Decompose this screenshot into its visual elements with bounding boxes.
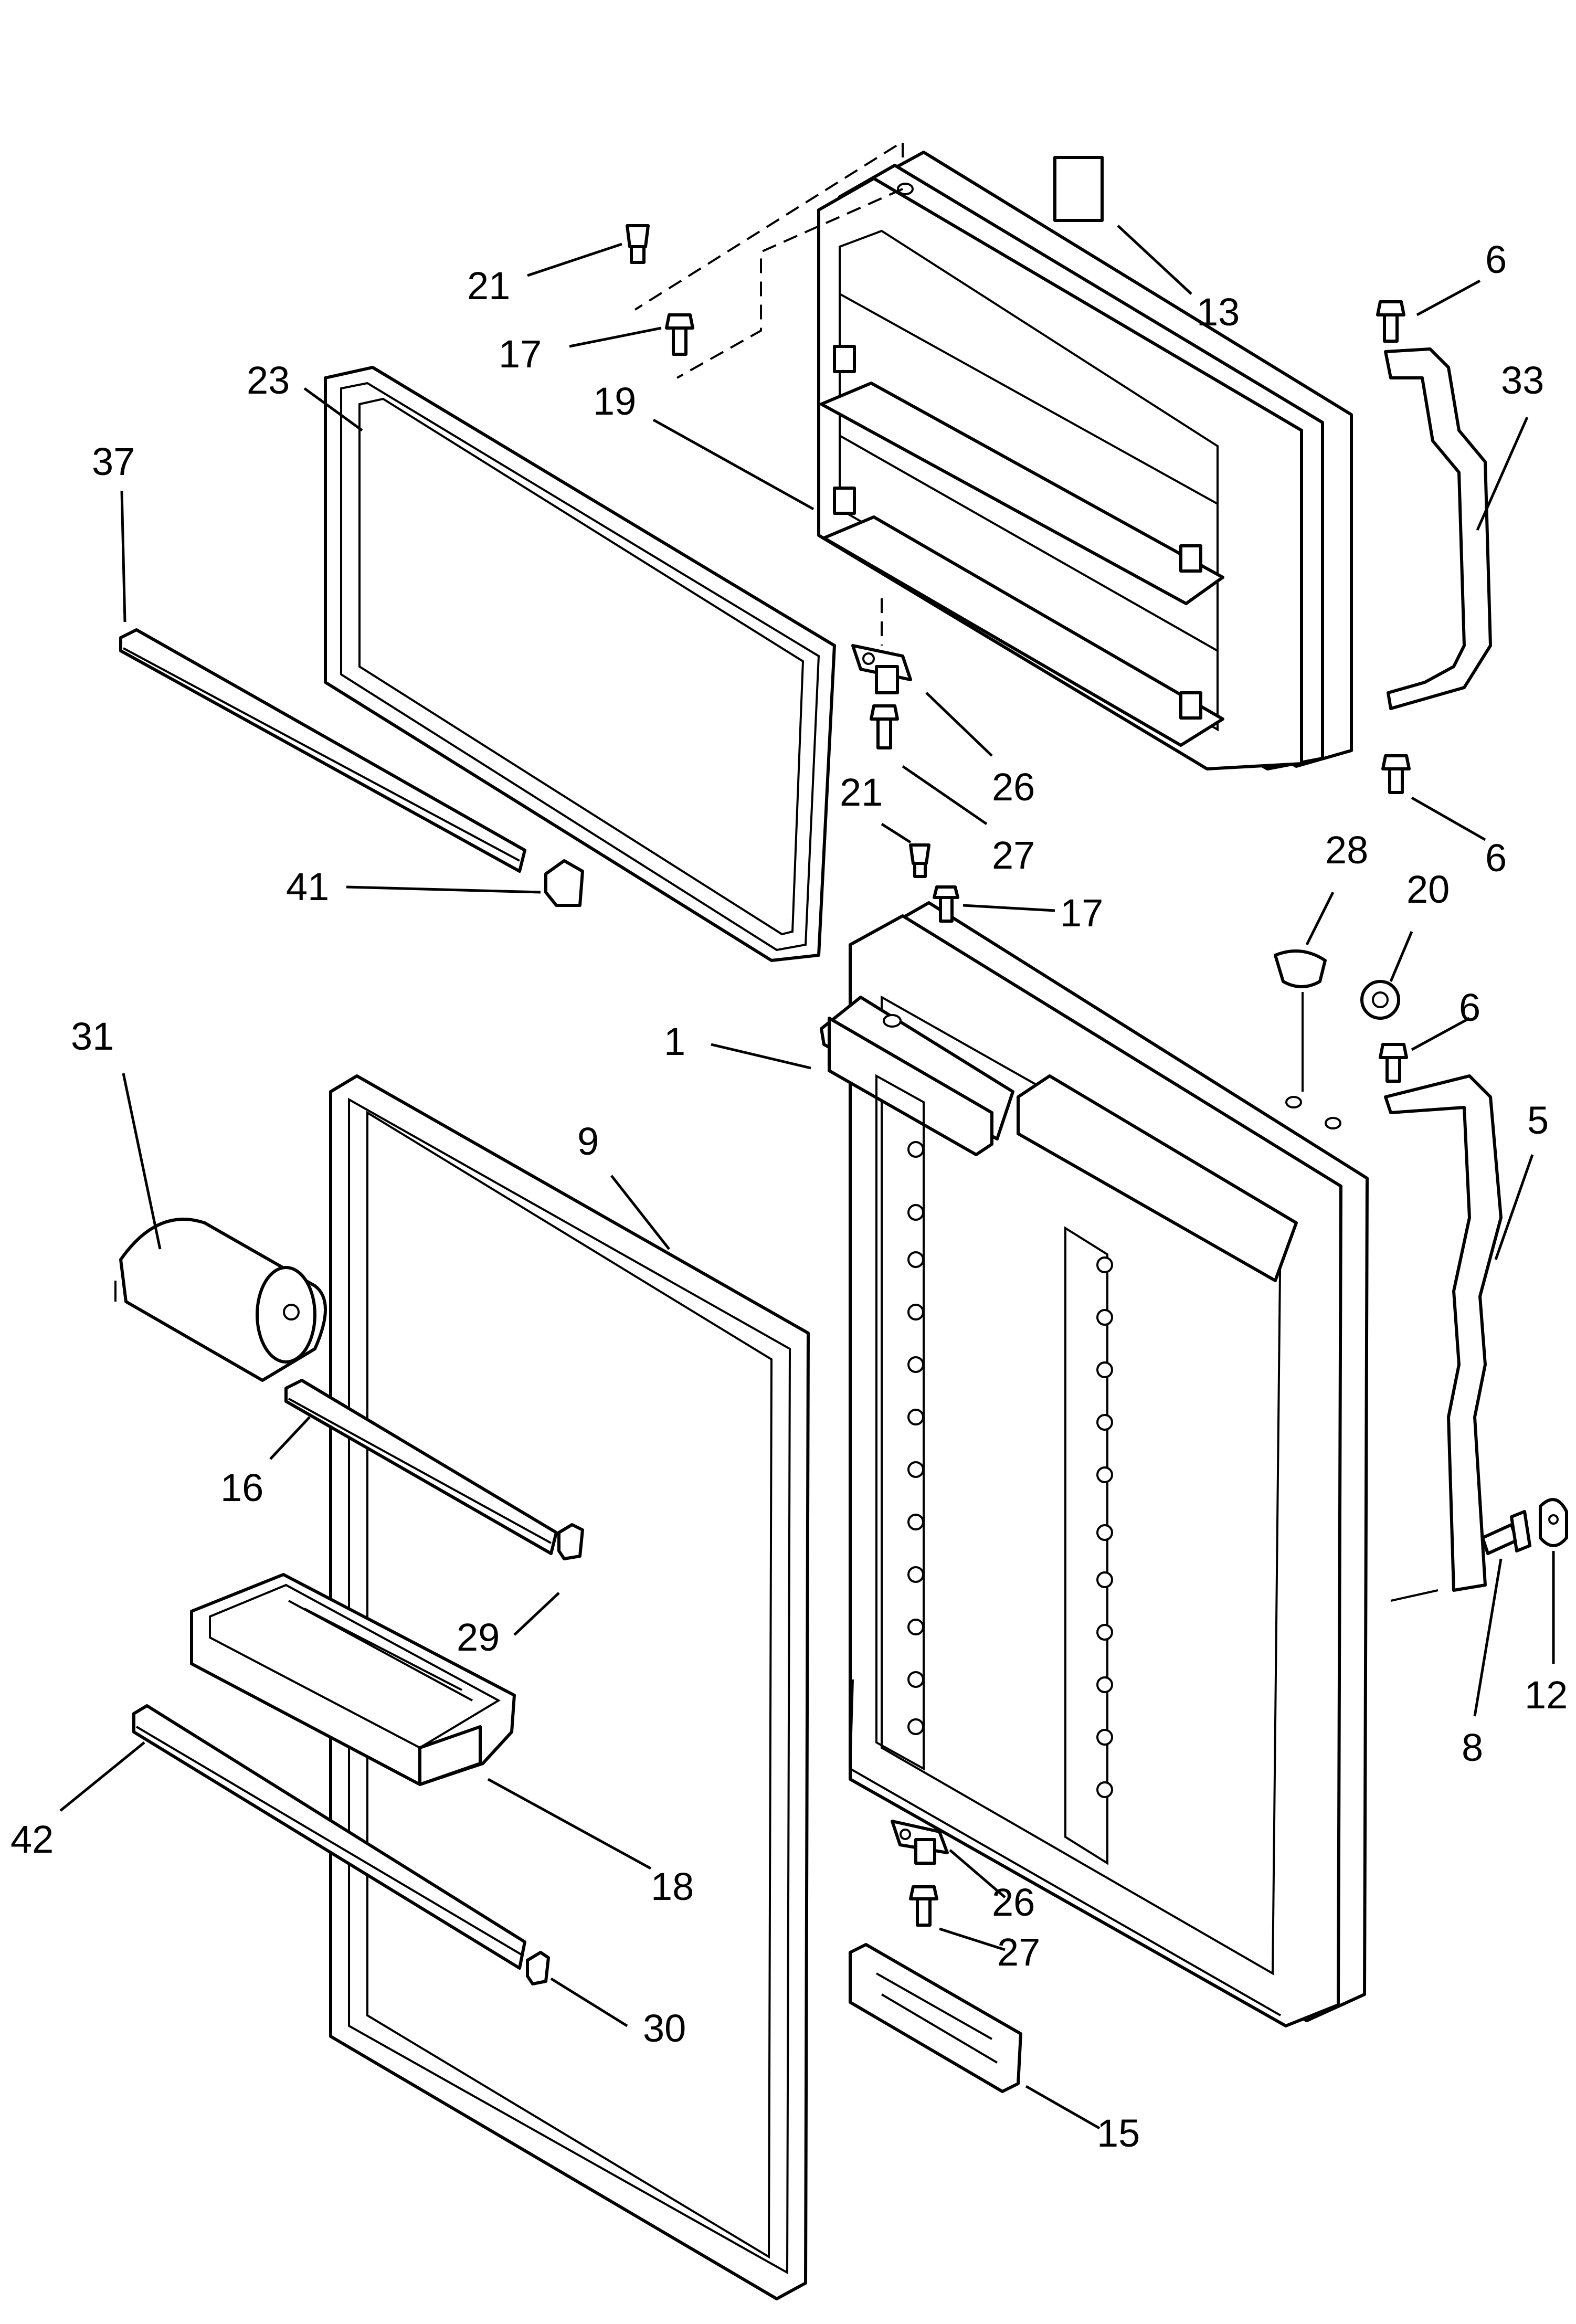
callout-15: 15 — [1097, 2111, 1140, 2155]
screw-top — [665, 313, 694, 356]
callout-27: 27 — [992, 833, 1035, 877]
door-bottom-cover — [849, 1943, 1022, 2093]
callout-21: 21 — [840, 770, 883, 814]
callout-33: 33 — [1501, 358, 1544, 402]
refrigerator-gasket — [329, 1074, 810, 2300]
callout-17: 17 — [499, 332, 542, 376]
callout-12: 12 — [1525, 1673, 1568, 1717]
refrigerator-door — [820, 901, 1369, 2027]
callout-17: 17 — [1060, 891, 1103, 935]
callout-19: 19 — [593, 379, 636, 423]
callout-37: 37 — [92, 440, 135, 483]
door-trim-lower — [132, 1704, 550, 1985]
callout-21: 21 — [467, 264, 510, 308]
freezer-trim — [119, 628, 584, 907]
handle-screw — [1481, 1510, 1531, 1555]
door-shelf-studs — [907, 1141, 1113, 1798]
callout-27: 27 — [997, 1930, 1040, 1974]
freezer-door — [634, 140, 1353, 770]
callout-6: 6 — [1485, 238, 1507, 281]
leader-lines — [59, 225, 1555, 2130]
handle-cap — [1539, 1498, 1568, 1547]
callout-42: 42 — [10, 1818, 54, 1861]
callout-28: 28 — [1325, 828, 1368, 872]
freezer-handle — [1376, 300, 1492, 794]
door-shelf-bin — [190, 1573, 516, 1786]
callout-6: 6 — [1485, 836, 1507, 880]
callout-26: 26 — [992, 765, 1035, 809]
callout-23: 23 — [247, 358, 290, 402]
callout-8: 8 — [1462, 1726, 1483, 1769]
label-part — [1053, 156, 1104, 222]
callout-31: 31 — [71, 1015, 114, 1058]
dairy-compartment-door — [114, 1218, 327, 1382]
callout-26: 26 — [992, 1881, 1035, 1924]
door-trim-upper — [284, 1379, 584, 1560]
handle-plug — [1360, 980, 1400, 1020]
callout-20: 20 — [1406, 868, 1450, 911]
callout-41: 41 — [286, 865, 329, 909]
hinge-pin-top — [626, 224, 650, 264]
callout-30: 30 — [643, 2006, 686, 2050]
callout-13: 13 — [1197, 290, 1240, 334]
hinge-pin-mid — [909, 843, 959, 923]
refrigerator-handle — [1379, 1043, 1503, 1602]
callout-6: 6 — [1459, 986, 1480, 1029]
callout-9: 9 — [577, 1119, 599, 1163]
callout-1: 1 — [664, 1020, 685, 1063]
callout-29: 29 — [457, 1615, 500, 1659]
plug-button — [1274, 949, 1327, 1092]
freezer-gasket — [324, 366, 836, 962]
callout-5: 5 — [1527, 1098, 1549, 1142]
center-hinge — [851, 644, 912, 749]
callout-labels: 21 17 13 6 23 33 37 19 26 21 27 6 41 17 … — [10, 238, 1568, 2155]
bottom-hinge — [891, 1820, 949, 1927]
callout-16: 16 — [220, 1466, 263, 1509]
callout-18: 18 — [651, 1865, 694, 1908]
